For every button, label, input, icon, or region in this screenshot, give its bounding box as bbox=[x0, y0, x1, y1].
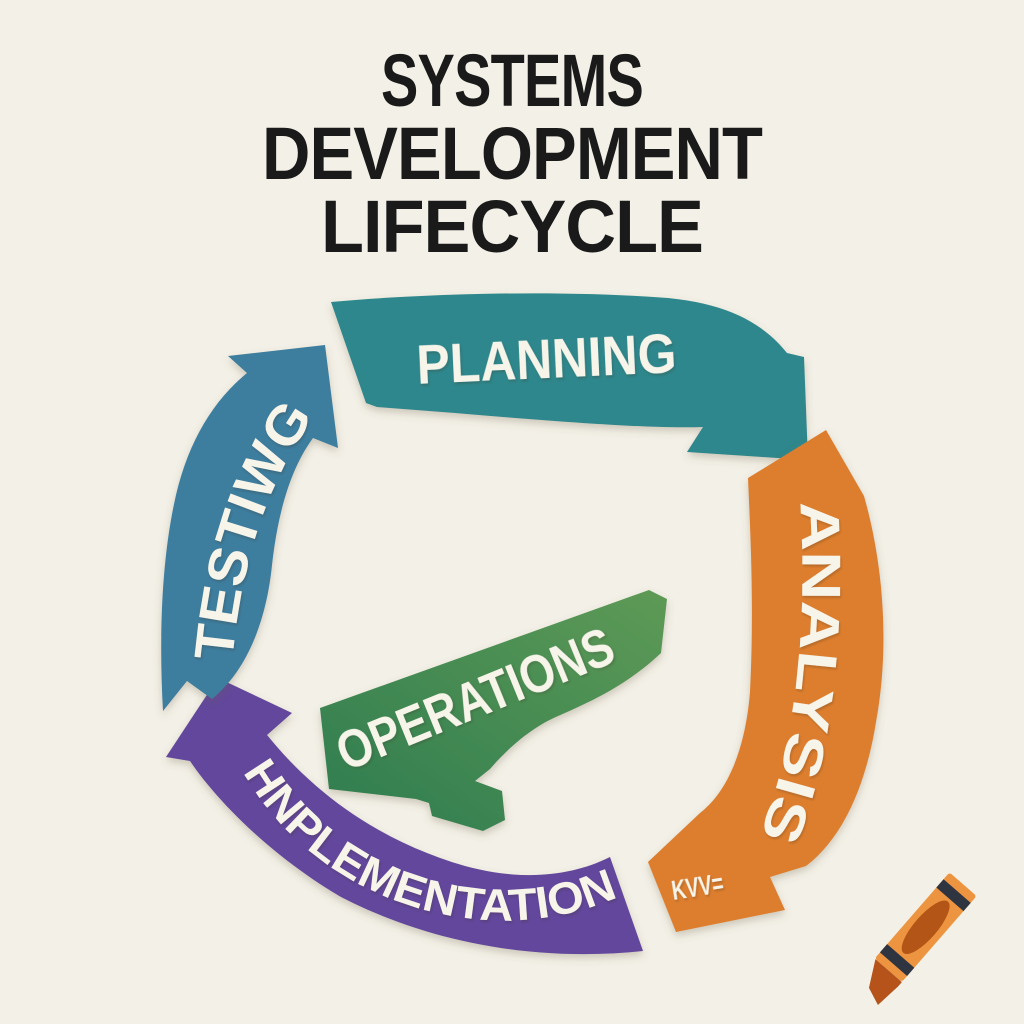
analysis-arrow-shape bbox=[648, 430, 884, 932]
implementation-arrow-shape bbox=[166, 678, 643, 955]
planning-arrow-shape bbox=[331, 293, 808, 460]
stage-analysis: ANALYSIS KVV= bbox=[648, 430, 884, 932]
stage-planning: PLANNING bbox=[331, 293, 808, 460]
crayon-icon bbox=[868, 873, 976, 1006]
title-line-3: LIFECYCLE bbox=[321, 185, 703, 268]
crayon-label-ellipse bbox=[901, 900, 950, 954]
crayon-stripe-front bbox=[879, 944, 915, 977]
crayon-tip bbox=[868, 959, 902, 1006]
operations-banner-shape bbox=[320, 590, 667, 831]
crayon-watermark bbox=[868, 873, 984, 1006]
crayon-stripe-back bbox=[936, 879, 971, 912]
title-line-2: DEVELOPMENT bbox=[262, 112, 763, 195]
page-title: SYSTEMS DEVELOPMENT LIFECYCLE bbox=[262, 39, 764, 268]
testing-arrow-shape bbox=[161, 345, 338, 711]
planning-label: PLANNING bbox=[415, 321, 678, 396]
title-line-1: SYSTEMS bbox=[381, 39, 643, 122]
